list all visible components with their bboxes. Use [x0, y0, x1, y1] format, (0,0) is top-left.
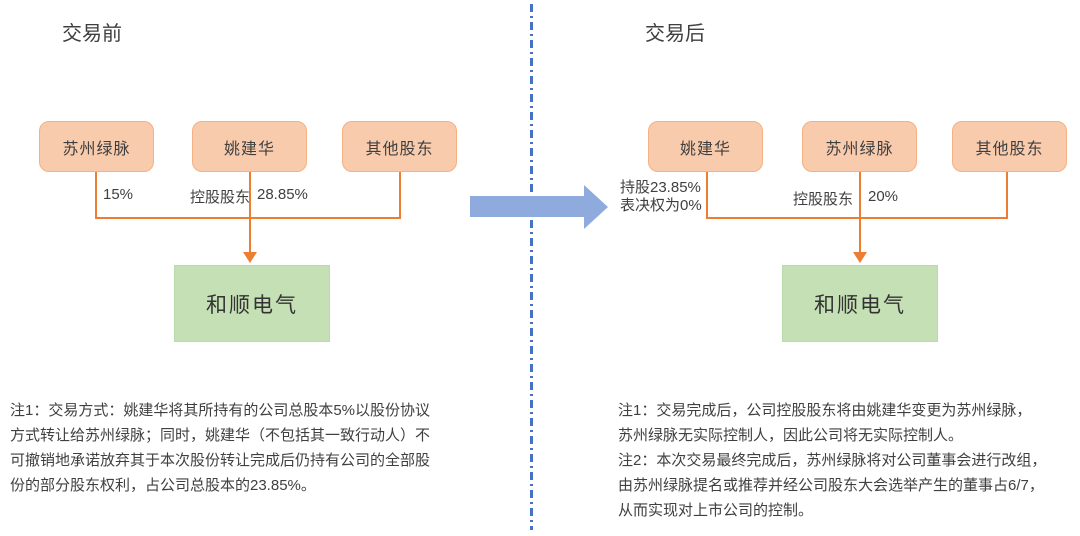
before-label-controlling-shareholder: 控股股东 [190, 189, 251, 206]
after-note-text: 注1：交易完成后，公司控股股东将由姚建华变更为苏州绿脉， 苏州绿脉无实际控制人，… [618, 402, 1047, 519]
before-connector-line [399, 172, 401, 219]
before-shareholder-box-other: 其他股东 [342, 121, 457, 172]
after-connector-line [706, 217, 1008, 219]
before-connector-line [249, 219, 251, 253]
after-shareholder-box-other: 其他股东 [952, 121, 1067, 172]
before-shareholder-box-suzhou-lvmai: 苏州绿脉 [39, 121, 154, 172]
after-label-controlling-shareholder: 控股股东 [793, 191, 854, 208]
before-label-yao-percent: 28.85% [257, 186, 308, 203]
after-company-box-heshun-electric: 和顺电气 [782, 265, 938, 342]
before-connector-line [95, 172, 97, 219]
after-shareholder-box-suzhou-lvmai: 苏州绿脉 [802, 121, 917, 172]
after-connector-line [859, 219, 861, 253]
transition-arrow-head [584, 185, 608, 229]
after-label-yao-holding-voting: 持股23.85% 表决权为0% [620, 179, 702, 214]
section-divider-dashed-line [530, 4, 533, 530]
after-section-title: 交易后 [645, 23, 705, 45]
after-connector-line [706, 172, 708, 219]
after-label-suzhou-percent: 20% [868, 188, 899, 205]
arrow-down-icon [243, 252, 257, 263]
before-connector-line [249, 172, 251, 219]
after-connector-line [859, 172, 861, 219]
before-shareholder-box-yao-jianhua: 姚建华 [192, 121, 307, 172]
before-note-text: 注1：交易方式：姚建华将其所持有的公司总股本5%以股份协议 方式转让给苏州绿脉；… [10, 402, 431, 494]
arrow-down-icon [853, 252, 867, 263]
after-shareholder-box-yao-jianhua: 姚建华 [648, 121, 763, 172]
before-company-box-heshun-electric: 和顺电气 [174, 265, 330, 342]
before-section-title: 交易前 [62, 23, 122, 45]
before-connector-line [95, 217, 401, 219]
before-label-suzhou-percent: 15% [103, 186, 134, 203]
after-connector-line [1006, 172, 1008, 219]
transition-arrow-shaft [470, 196, 584, 217]
